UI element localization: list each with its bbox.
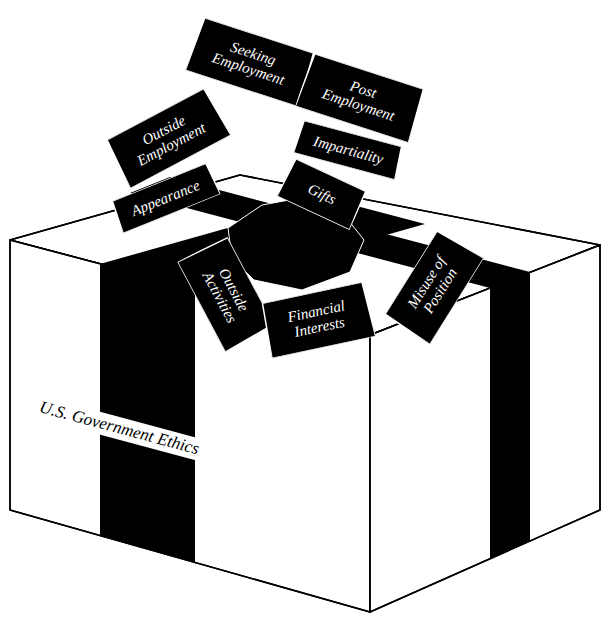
box-face — [100, 264, 195, 562]
ethics-flap: Outside Employment — [105, 87, 231, 188]
box-face — [490, 272, 530, 559]
